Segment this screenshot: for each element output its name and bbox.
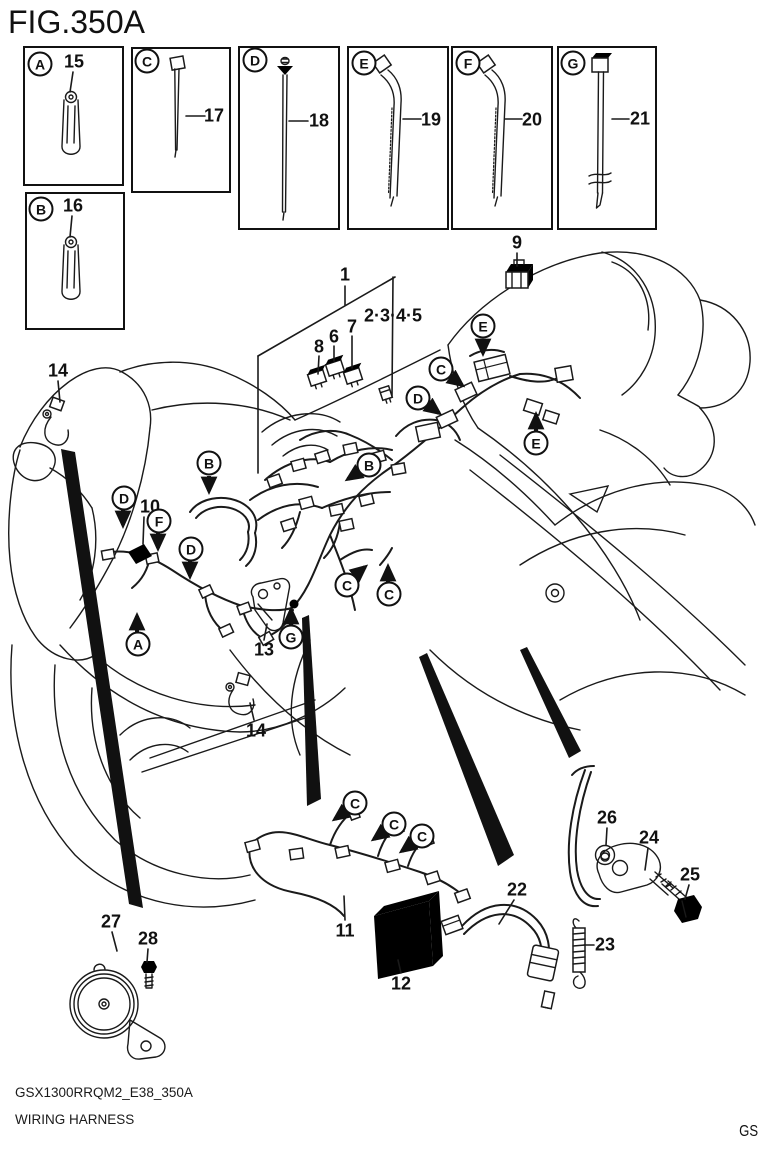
part-number-label: 25 xyxy=(679,864,701,885)
part-number-label: 22 xyxy=(506,879,528,900)
fastener-ref-e: E xyxy=(470,313,496,339)
fastener-ref-c: C xyxy=(334,572,360,598)
fastener-ref-c: C xyxy=(381,811,407,837)
part-number-label: 2·3·4·5 xyxy=(363,305,423,326)
part-number-label: 8 xyxy=(313,336,325,357)
legend-box-c xyxy=(131,47,231,193)
fastener-ref-c: C xyxy=(428,356,454,382)
part-number-label: 21 xyxy=(629,108,651,129)
fastener-ref-f: F xyxy=(146,508,172,534)
legend-box-d xyxy=(238,46,340,230)
fastener-ref-d: D xyxy=(178,536,204,562)
legend-part-thumbnails xyxy=(61,53,612,300)
drawing-code: GSX1300RRQM2_E38_350A xyxy=(15,1085,193,1100)
legend-letter-g: G xyxy=(560,50,586,76)
page-mark: GS xyxy=(739,1123,758,1140)
fastener-ref-c: C xyxy=(376,581,402,607)
fastener-ref-c: C xyxy=(342,790,368,816)
loose-parts xyxy=(42,259,702,1060)
part-number-label: 24 xyxy=(638,827,660,848)
part-number-label: 23 xyxy=(594,934,616,955)
part-number-label: 16 xyxy=(62,195,84,216)
part-number-label: 19 xyxy=(420,109,442,130)
legend-letter-a: A xyxy=(27,51,53,77)
fastener-ref-d: D xyxy=(111,485,137,511)
part-number-label: 26 xyxy=(596,807,618,828)
part-number-label: 17 xyxy=(203,105,225,126)
direction-arrows xyxy=(114,338,545,854)
part-number-label: 15 xyxy=(63,51,85,72)
fastener-ref-a: A xyxy=(125,631,151,657)
part-number-label: 1 xyxy=(339,264,351,285)
fastener-ref-e: E xyxy=(523,430,549,456)
part-number-label: 14 xyxy=(245,720,267,741)
part-number-label: 27 xyxy=(100,911,122,932)
legend-box-e xyxy=(347,46,449,230)
legend-letter-e: E xyxy=(351,50,377,76)
fastener-ref-d: D xyxy=(405,385,431,411)
part-number-label: 12 xyxy=(390,973,412,994)
part-number-label: 28 xyxy=(137,928,159,949)
part-number-label: 20 xyxy=(521,109,543,130)
legend-box-b xyxy=(25,192,125,330)
legend-box-f xyxy=(451,46,553,230)
part-number-label: 13 xyxy=(253,639,275,660)
legend-letter-b: B xyxy=(28,196,54,222)
part-number-label: 7 xyxy=(346,316,358,337)
legend-letter-f: F xyxy=(455,50,481,76)
figure-title: FIG.350A xyxy=(8,4,145,40)
leader-lines xyxy=(57,71,690,974)
legend-box-g xyxy=(557,46,657,230)
part-number-label: 6 xyxy=(328,326,340,347)
legend-letter-d: D xyxy=(242,47,268,73)
part-number-label: 18 xyxy=(308,110,330,131)
wedge-pointers xyxy=(61,449,581,908)
legend-box-a xyxy=(23,46,124,186)
harness-connectors xyxy=(100,353,574,904)
fastener-ref-c: C xyxy=(409,823,435,849)
legend-letter-c: C xyxy=(134,48,160,74)
motorcycle-outline xyxy=(8,251,756,908)
fastener-ref-g: G xyxy=(278,624,304,650)
part-number-label: 11 xyxy=(335,920,355,941)
drawing-name: WIRING HARNESS xyxy=(15,1112,135,1127)
fastener-ref-b: B xyxy=(196,450,222,476)
fastener-ref-b: B xyxy=(356,452,382,478)
part-number-label: 14 xyxy=(47,360,69,381)
part-number-label: 9 xyxy=(511,232,523,253)
